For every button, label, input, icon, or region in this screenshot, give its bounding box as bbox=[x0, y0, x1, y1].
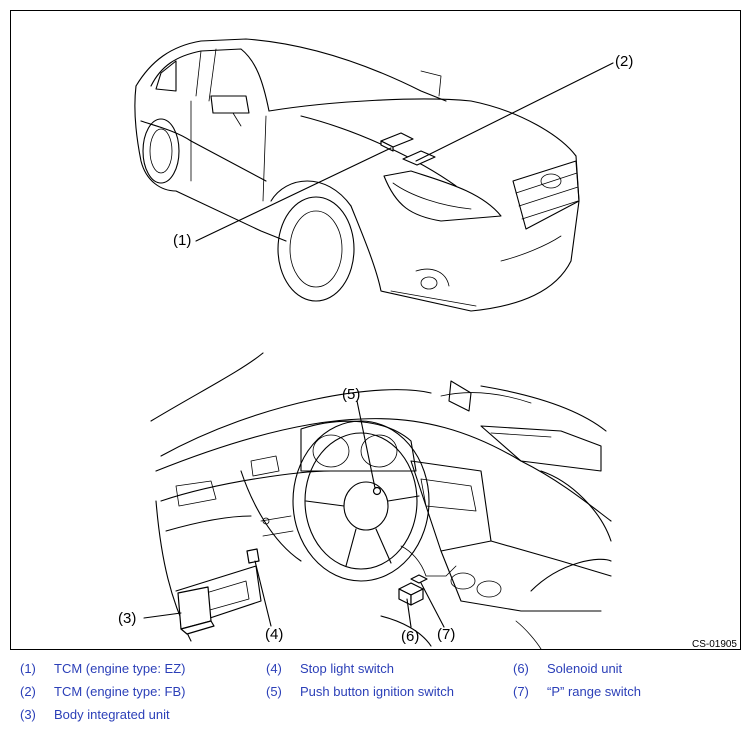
legend-label: TCM (engine type: FB) bbox=[54, 684, 186, 699]
legend-item-5: (5) Push button ignition switch bbox=[266, 684, 454, 699]
legend: (1) TCM (engine type: EZ) (2) TCM (engine … bbox=[0, 655, 752, 730]
legend-label: “P” range switch bbox=[547, 684, 641, 699]
legend-label: Solenoid unit bbox=[547, 661, 623, 676]
legend-num: (6) bbox=[513, 661, 529, 676]
callout-4: (4) bbox=[265, 626, 283, 643]
push-button-ignition bbox=[372, 486, 382, 496]
legend-item-1: (1) TCM (engine type: EZ) bbox=[20, 661, 186, 676]
callout-6: (6) bbox=[401, 628, 419, 645]
legend-num: (3) bbox=[20, 707, 36, 722]
legend-num: (2) bbox=[20, 684, 36, 699]
legend-num: (5) bbox=[266, 684, 282, 699]
legend-num: (7) bbox=[513, 684, 529, 699]
tcm-fb-box bbox=[402, 150, 436, 166]
legend-item-2: (2) TCM (engine type: FB) bbox=[20, 684, 186, 699]
legend-label: Stop light switch bbox=[300, 661, 394, 676]
legend-num: (1) bbox=[20, 661, 36, 676]
p-range-switch-box bbox=[410, 574, 428, 584]
legend-item-7: (7) “P” range switch bbox=[513, 684, 641, 699]
legend-num: (4) bbox=[266, 661, 282, 676]
legend-label: Push button ignition switch bbox=[300, 684, 454, 699]
figure-code: CS-01905 bbox=[692, 639, 737, 650]
stop-light-switch-box bbox=[246, 548, 260, 564]
car-exterior-drawing bbox=[134, 38, 580, 312]
callout-1: (1) bbox=[173, 232, 191, 249]
legend-item-4: (4) Stop light switch bbox=[266, 661, 394, 676]
interior-drawing bbox=[150, 352, 612, 650]
legend-label: Body integrated unit bbox=[54, 707, 170, 722]
callout-5: (5) bbox=[342, 386, 360, 403]
legend-item-6: (6) Solenoid unit bbox=[513, 661, 622, 676]
legend-item-3: (3) Body integrated unit bbox=[20, 707, 170, 722]
component-location-figure: (1) (2) bbox=[10, 10, 741, 650]
legend-label: TCM (engine type: EZ) bbox=[54, 661, 186, 676]
callout-2: (2) bbox=[615, 53, 633, 70]
callout-7: (7) bbox=[437, 626, 455, 643]
callout-3: (3) bbox=[118, 610, 136, 627]
illustration: (1) (2) bbox=[118, 38, 737, 650]
